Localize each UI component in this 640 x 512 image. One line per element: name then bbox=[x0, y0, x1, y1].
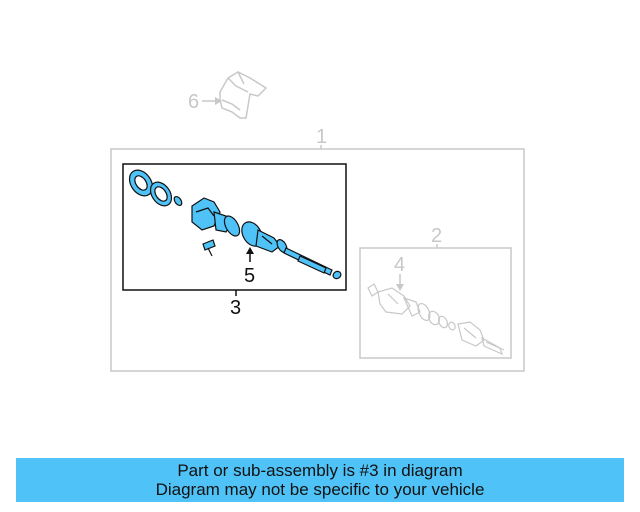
leader-arrow-4 bbox=[396, 284, 404, 291]
part-6-heat-shield[interactable] bbox=[219, 71, 268, 119]
leader-arrow-6 bbox=[215, 97, 222, 105]
callout-2[interactable]: 2 bbox=[431, 225, 442, 247]
part-3-box bbox=[122, 163, 347, 291]
callout-5[interactable]: 5 bbox=[244, 265, 255, 287]
part-3-axle-assembly[interactable] bbox=[125, 166, 342, 280]
banner-line-part-number: Part or sub-assembly is #3 in diagram bbox=[177, 461, 463, 480]
callout-3[interactable]: 3 bbox=[230, 297, 241, 319]
info-banner: Part or sub-assembly is #3 in diagram Di… bbox=[16, 458, 624, 502]
callout-1[interactable]: 1 bbox=[316, 126, 327, 148]
banner-line-disclaimer: Diagram may not be specific to your vehi… bbox=[155, 480, 485, 499]
callout-6[interactable]: 6 bbox=[188, 91, 199, 113]
part-2-axle-assembly[interactable] bbox=[367, 283, 505, 356]
part-1-outer-box bbox=[110, 148, 525, 372]
parts-diagram: 6 1 3 5 2 4 bbox=[110, 71, 525, 372]
leader-arrow-5 bbox=[246, 247, 254, 254]
part-2-box bbox=[359, 247, 512, 359]
callout-4[interactable]: 4 bbox=[394, 254, 405, 276]
